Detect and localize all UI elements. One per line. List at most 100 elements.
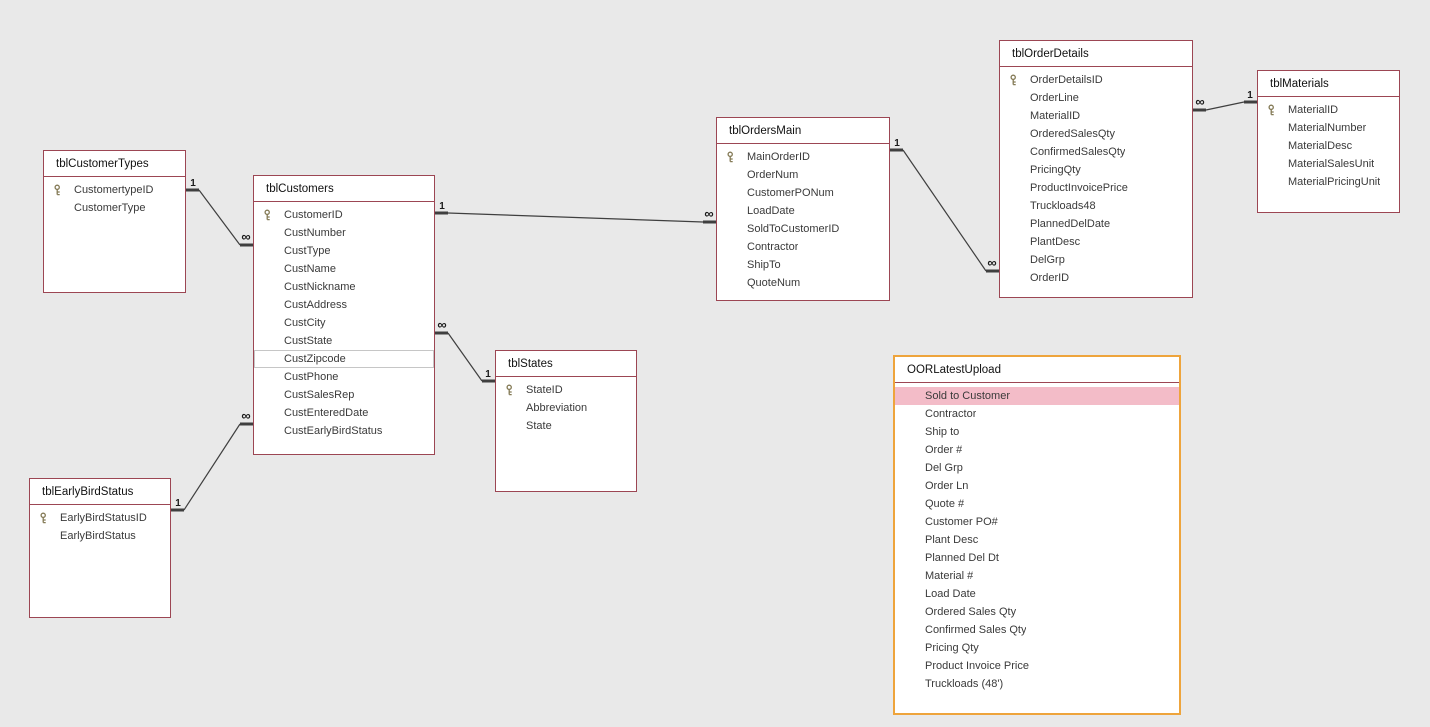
field-label: LoadDate xyxy=(747,205,795,217)
field-row-custname[interactable]: CustName xyxy=(254,260,434,278)
table-title[interactable]: tblEarlyBirdStatus xyxy=(30,479,170,505)
field-row-delgrp[interactable]: DelGrp xyxy=(1000,251,1192,269)
field-row-contractor[interactable]: Contractor xyxy=(895,405,1179,423)
field-row-product-invoice-price[interactable]: Product Invoice Price xyxy=(895,657,1179,675)
field-row-order-ln[interactable]: Order Ln xyxy=(895,477,1179,495)
relationship-tblOrderDetails-tblMaterials[interactable]: ∞1 xyxy=(1193,90,1257,112)
table-title[interactable]: tblCustomerTypes xyxy=(44,151,185,177)
table-title[interactable]: tblStates xyxy=(496,351,636,377)
field-row-orderdetailsid[interactable]: OrderDetailsID xyxy=(1000,71,1192,89)
field-row-quote[interactable]: Quote # xyxy=(895,495,1179,513)
field-row-truckloads48[interactable]: Truckloads48 xyxy=(1000,197,1192,215)
field-label: DelGrp xyxy=(1030,254,1065,266)
field-row-mainorderid[interactable]: MainOrderID xyxy=(717,148,889,166)
cardinality-label-to: 1 xyxy=(1247,90,1253,101)
field-list: EarlyBirdStatusID EarlyBirdStatus xyxy=(30,505,170,545)
field-row-ship-to[interactable]: Ship to xyxy=(895,423,1179,441)
field-row-ordernum[interactable]: OrderNum xyxy=(717,166,889,184)
relationship-tblCustomers-tblOrdersMain[interactable]: 1∞ xyxy=(435,201,716,224)
field-row-shipto[interactable]: ShipTo xyxy=(717,256,889,274)
field-row-customertypeid[interactable]: CustomertypeID xyxy=(44,181,185,199)
table-title[interactable]: tblCustomers xyxy=(254,176,434,202)
field-row-custentereddate[interactable]: CustEnteredDate xyxy=(254,404,434,422)
field-label: CustName xyxy=(284,263,336,275)
field-row-material[interactable]: Material # xyxy=(895,567,1179,585)
field-row-custnumber[interactable]: CustNumber xyxy=(254,224,434,242)
field-row-materialid[interactable]: MaterialID xyxy=(1000,107,1192,125)
field-label: MaterialID xyxy=(1288,104,1339,116)
field-row-custcity[interactable]: CustCity xyxy=(254,314,434,332)
table-title[interactable]: OORLatestUpload xyxy=(895,357,1179,383)
field-row-customer-po[interactable]: Customer PO# xyxy=(895,513,1179,531)
field-row-confirmed-sales-qty[interactable]: Confirmed Sales Qty xyxy=(895,621,1179,639)
field-row-productinvoiceprice[interactable]: ProductInvoicePrice xyxy=(1000,179,1192,197)
field-row-quotenum[interactable]: QuoteNum xyxy=(717,274,889,292)
field-row-state[interactable]: State xyxy=(496,417,636,435)
field-row-custphone[interactable]: CustPhone xyxy=(254,368,434,386)
table-title[interactable]: tblOrderDetails xyxy=(1000,41,1192,67)
field-row-soldtocustomerid[interactable]: SoldToCustomerID xyxy=(717,220,889,238)
field-row-custnickname[interactable]: CustNickname xyxy=(254,278,434,296)
field-row-customerid[interactable]: CustomerID xyxy=(254,206,434,224)
field-row-custaddress[interactable]: CustAddress xyxy=(254,296,434,314)
field-row-loaddate[interactable]: LoadDate xyxy=(717,202,889,220)
field-row-materialsalesunit[interactable]: MaterialSalesUnit xyxy=(1258,155,1399,173)
field-row-plant-desc[interactable]: Plant Desc xyxy=(895,531,1179,549)
field-label: State xyxy=(526,420,552,432)
field-row-customerponum[interactable]: CustomerPONum xyxy=(717,184,889,202)
field-row-confirmedsalesqty[interactable]: ConfirmedSalesQty xyxy=(1000,143,1192,161)
field-row-orderedsalesqty[interactable]: OrderedSalesQty xyxy=(1000,125,1192,143)
field-row-del-grp[interactable]: Del Grp xyxy=(895,459,1179,477)
field-row-materialid[interactable]: MaterialID xyxy=(1258,101,1399,119)
field-row-materialnumber[interactable]: MaterialNumber xyxy=(1258,119,1399,137)
field-row-earlybirdstatusid[interactable]: EarlyBirdStatusID xyxy=(30,509,170,527)
field-row-custearlybirdstatus[interactable]: CustEarlyBirdStatus xyxy=(254,422,434,440)
field-row-planneddeldate[interactable]: PlannedDelDate xyxy=(1000,215,1192,233)
field-row-order[interactable]: Order # xyxy=(895,441,1179,459)
field-row-pricingqty[interactable]: PricingQty xyxy=(1000,161,1192,179)
field-row-earlybirdstatus[interactable]: EarlyBirdStatus xyxy=(30,527,170,545)
table-title[interactable]: tblOrdersMain xyxy=(717,118,889,144)
relationship-tblOrdersMain-tblOrderDetails[interactable]: 1∞ xyxy=(890,138,999,273)
field-row-custsalesrep[interactable]: CustSalesRep xyxy=(254,386,434,404)
field-label: EarlyBirdStatusID xyxy=(60,512,147,524)
field-row-customertype[interactable]: CustomerType xyxy=(44,199,185,217)
relationship-tblEarlyBirdStatus-tblCustomers[interactable]: 1∞ xyxy=(171,408,253,512)
field-label: Order Ln xyxy=(925,480,969,492)
field-row-contractor[interactable]: Contractor xyxy=(717,238,889,256)
field-row-abbreviation[interactable]: Abbreviation xyxy=(496,399,636,417)
field-row-custtype[interactable]: CustType xyxy=(254,242,434,260)
field-row-truckloads-48[interactable]: Truckloads (48') xyxy=(895,675,1179,693)
field-row-orderid[interactable]: OrderID xyxy=(1000,269,1192,287)
cardinality-label-from: 1 xyxy=(439,201,445,212)
field-row-custstate[interactable]: CustState xyxy=(254,332,434,350)
relationship-tblCustomerTypes-tblCustomers[interactable]: 1∞ xyxy=(186,178,253,247)
field-row-sold-to-customer[interactable]: Sold to Customer xyxy=(895,387,1179,405)
field-row-ordered-sales-qty[interactable]: Ordered Sales Qty xyxy=(895,603,1179,621)
field-row-plantdesc[interactable]: PlantDesc xyxy=(1000,233,1192,251)
table-title[interactable]: tblMaterials xyxy=(1258,71,1399,97)
relationship-tblCustomers-tblStates[interactable]: ∞1 xyxy=(435,317,495,383)
field-row-materialpricingunit[interactable]: MaterialPricingUnit xyxy=(1258,173,1399,191)
primary-key-icon xyxy=(53,184,74,196)
field-label: CustAddress xyxy=(284,299,347,311)
field-row-custzipcode[interactable]: CustZipcode xyxy=(254,350,434,368)
field-row-pricing-qty[interactable]: Pricing Qty xyxy=(895,639,1179,657)
field-row-materialdesc[interactable]: MaterialDesc xyxy=(1258,137,1399,155)
field-row-load-date[interactable]: Load Date xyxy=(895,585,1179,603)
field-row-stateid[interactable]: StateID xyxy=(496,381,636,399)
field-row-planned-del-dt[interactable]: Planned Del Dt xyxy=(895,549,1179,567)
field-row-orderline[interactable]: OrderLine xyxy=(1000,89,1192,107)
